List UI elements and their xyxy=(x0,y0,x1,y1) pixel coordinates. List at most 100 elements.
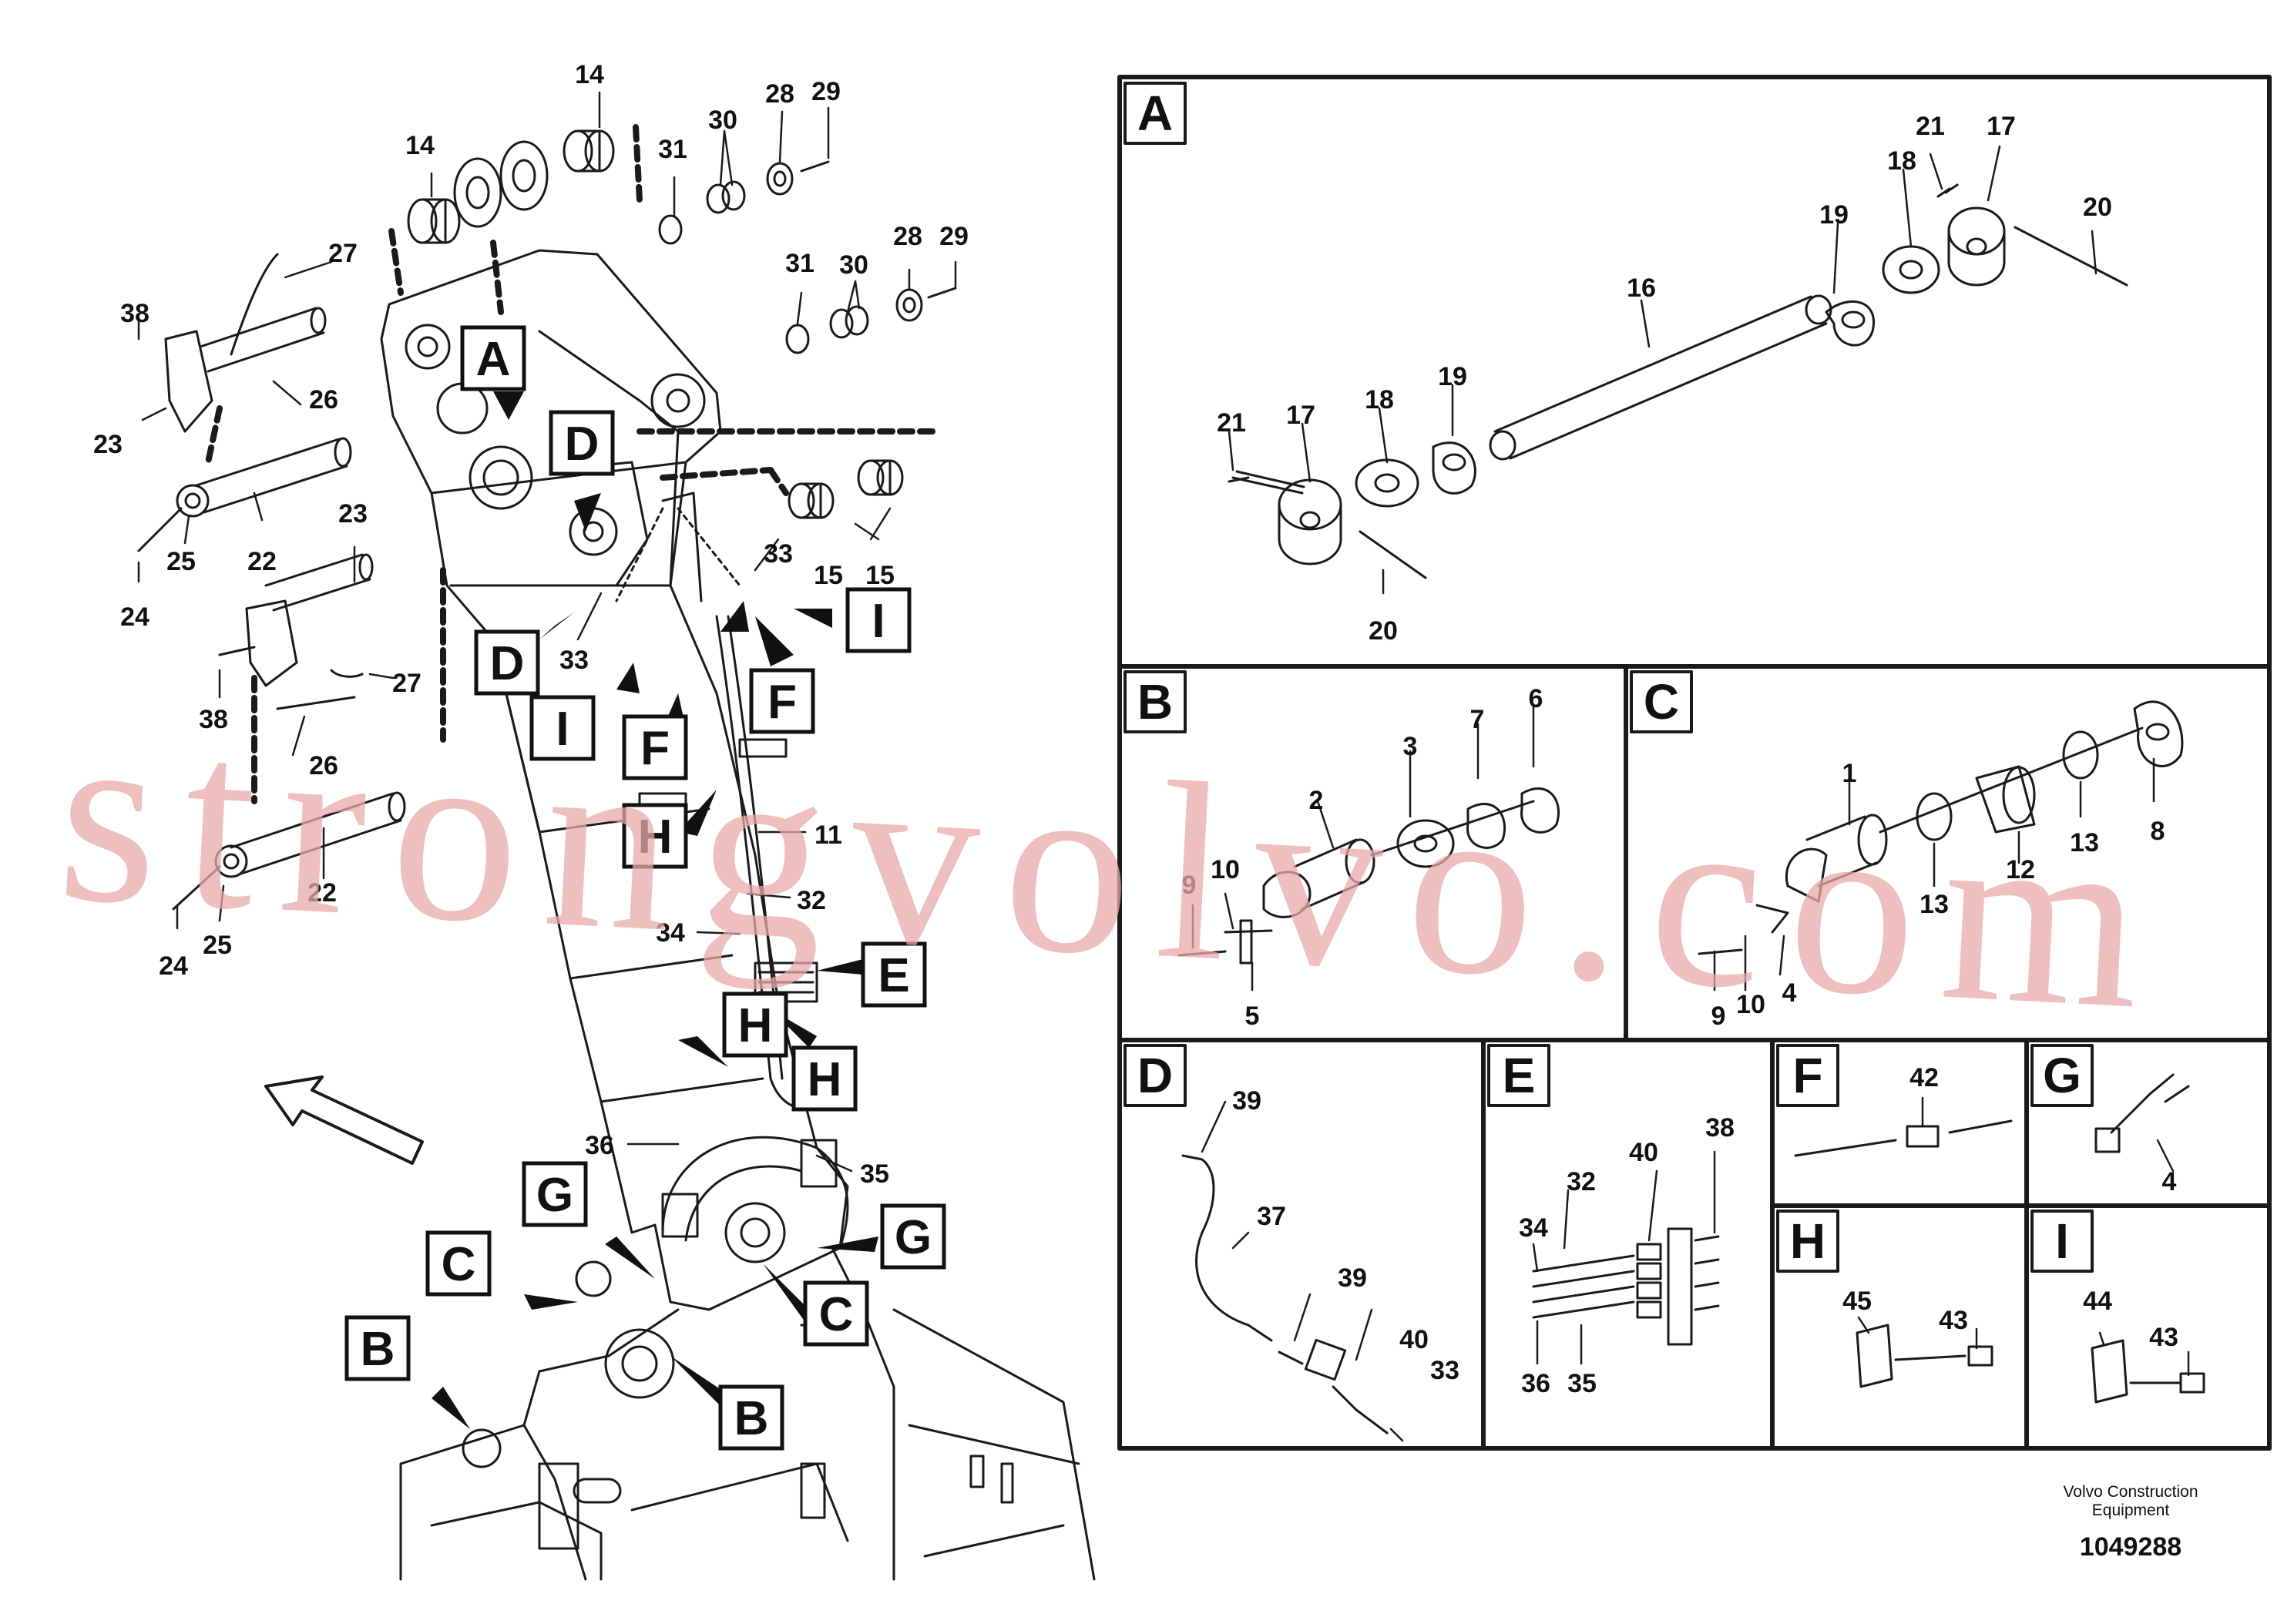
part-number-main: 35 xyxy=(860,1159,889,1189)
part-number-main: 26 xyxy=(309,385,338,414)
callout-label: A xyxy=(476,333,511,386)
part-number-main: 29 xyxy=(939,222,969,251)
part-number-panel-b: 7 xyxy=(1470,705,1485,734)
callout-box-e: E xyxy=(861,941,927,1008)
callout-label: H xyxy=(638,810,673,864)
callout-label: E xyxy=(878,949,909,1002)
part-number-main: 38 xyxy=(120,299,149,328)
callout-label: D xyxy=(565,418,600,471)
panel-e-art xyxy=(1532,1227,1720,1346)
part-number-panel-d: 39 xyxy=(1338,1263,1367,1293)
part-number-panel-c: 4 xyxy=(1782,978,1797,1008)
part-number-panel-a: 19 xyxy=(1819,200,1849,230)
panel-title-c: C xyxy=(1644,674,1679,730)
part-number-panel-e: 35 xyxy=(1567,1369,1597,1398)
part-number-main: 28 xyxy=(765,79,794,109)
callout-label: F xyxy=(640,722,670,775)
part-number-main: 23 xyxy=(93,430,123,459)
part-number-main: 22 xyxy=(247,547,277,576)
leader-lines xyxy=(137,91,2190,1442)
part-number-panel-i: 44 xyxy=(2083,1287,2112,1316)
part-number-panel-e: 38 xyxy=(1705,1113,1735,1143)
part-number-main: 25 xyxy=(203,931,232,960)
part-number-main: 30 xyxy=(839,250,868,280)
part-number-main: 33 xyxy=(764,539,793,569)
callout-pointers xyxy=(432,391,878,1429)
caption-line-2: Equipment xyxy=(2091,1502,2170,1519)
part-number-main: 15 xyxy=(814,561,843,590)
part-number-panel-c: 10 xyxy=(1736,990,1765,1019)
callout-box-f: F xyxy=(749,668,815,734)
callout-box-a: A xyxy=(460,325,526,391)
part-number-panel-c: 9 xyxy=(1711,1002,1726,1031)
panel-title-b: B xyxy=(1137,674,1173,730)
part-number-panel-b: 6 xyxy=(1529,684,1543,713)
part-number-panel-d: 33 xyxy=(1430,1356,1459,1385)
panel-a-art xyxy=(1228,183,2128,579)
panel-frames xyxy=(1117,75,2272,1451)
part-number-panel-e: 34 xyxy=(1519,1213,1548,1243)
part-number-main: 25 xyxy=(166,547,196,576)
callout-box-g: G xyxy=(522,1161,588,1227)
callout-label: I xyxy=(872,595,885,648)
callout-label: H xyxy=(738,999,773,1052)
part-number-main: 14 xyxy=(405,131,435,160)
part-number-main: 22 xyxy=(307,878,337,908)
callout-label: D xyxy=(490,637,525,690)
part-number-panel-c: 13 xyxy=(1920,890,1949,919)
callout-box-b: B xyxy=(718,1384,784,1451)
part-number-panel-a: 21 xyxy=(1916,112,1945,141)
callout-label: B xyxy=(361,1323,395,1376)
part-number-panel-a: 21 xyxy=(1217,408,1246,438)
exploded-pins-main xyxy=(137,129,957,911)
panel-title-e: E xyxy=(1503,1048,1536,1103)
callout-box-h: H xyxy=(722,992,788,1058)
panel-title-h: H xyxy=(1790,1213,1825,1269)
panel-title-f: F xyxy=(1792,1048,1822,1103)
part-number-panel-h: 43 xyxy=(1939,1306,1968,1335)
part-number-panel-b: 2 xyxy=(1309,786,1324,815)
part-number-main: 27 xyxy=(392,669,422,698)
part-number-main: 36 xyxy=(585,1131,614,1160)
panel-title-a: A xyxy=(1137,86,1173,141)
part-number-main: 29 xyxy=(811,77,841,106)
part-number-panel-c: 12 xyxy=(2006,855,2035,884)
part-number-panel-e: 36 xyxy=(1521,1369,1550,1398)
part-number-panel-a: 16 xyxy=(1627,273,1656,303)
part-number-main: 38 xyxy=(199,705,228,734)
part-number-main: 24 xyxy=(159,951,188,981)
callout-box-i: I xyxy=(529,695,596,761)
callout-box-d: D xyxy=(474,629,540,696)
dashed-leaders xyxy=(205,124,943,804)
part-number-main: 34 xyxy=(656,918,685,948)
part-number-panel-i: 43 xyxy=(2149,1323,2178,1352)
watermark-text: strongvolvo.com xyxy=(52,673,2174,1064)
callout-label: G xyxy=(895,1211,932,1264)
panel-g-art xyxy=(2094,1073,2190,1153)
part-number-main: 15 xyxy=(865,561,895,590)
callout-box-h: H xyxy=(622,803,688,869)
panel-b-art xyxy=(1177,787,1560,965)
panel-title-g: G xyxy=(2043,1048,2081,1103)
part-number-panel-f: 42 xyxy=(1909,1063,1939,1092)
callout-label: G xyxy=(536,1169,573,1222)
part-number-panel-d: 37 xyxy=(1257,1202,1286,1231)
part-number-main: 24 xyxy=(120,602,149,632)
part-number-panel-c: 1 xyxy=(1842,759,1857,788)
callout-label: B xyxy=(734,1392,769,1445)
drawing-caption: Volvo Construction Equipment 1049288 xyxy=(2003,1483,2258,1562)
part-number-panel-c: 8 xyxy=(2151,817,2165,846)
part-number-panel-b: 10 xyxy=(1211,855,1240,884)
panel-i-art xyxy=(2091,1339,2205,1404)
part-number-panel-e: 40 xyxy=(1629,1138,1658,1167)
part-number-main: 32 xyxy=(797,886,826,915)
panel-h-art xyxy=(1856,1324,1993,1388)
direction-arrow xyxy=(264,1075,424,1165)
panel-title-d: D xyxy=(1137,1048,1173,1103)
part-number-main: 14 xyxy=(575,60,604,89)
